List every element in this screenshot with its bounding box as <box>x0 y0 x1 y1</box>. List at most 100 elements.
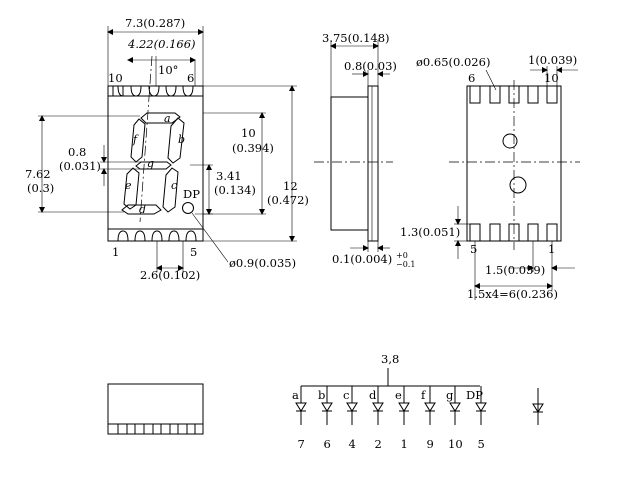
dim-height-in: (0.394) <box>232 141 274 155</box>
segment-c-shape <box>162 167 179 213</box>
dim-half-height-in: (0.134) <box>214 183 256 197</box>
circuit-segment-dp: DP 5 <box>466 386 487 451</box>
segment-e-label: e <box>125 179 132 192</box>
diode-e-icon <box>398 402 410 412</box>
segment-g-shape <box>135 161 172 170</box>
dim-pin-pitch: 2.6(0.102) <box>140 268 200 282</box>
diode-a-icon <box>295 402 307 412</box>
circuit-label-g: g <box>446 388 454 402</box>
slant-axis-line <box>139 55 153 223</box>
circuit-pin-10: 10 <box>448 437 463 451</box>
circuit-segment-e: e1 <box>395 386 410 451</box>
circuit-pin-7: 7 <box>298 437 305 451</box>
legend-diode-symbol <box>532 388 544 425</box>
dim-tol-minus: −0.1 <box>396 260 415 269</box>
back-hole-lower <box>509 176 527 194</box>
front-pin-1: 1 <box>112 245 119 259</box>
dim-depth: 3.75(0.148) <box>322 31 390 45</box>
back-body-outline <box>466 85 562 242</box>
circuit-pin-1: 1 <box>401 437 408 451</box>
bottom-pin-row <box>117 424 196 434</box>
side-view: 3.75(0.148) 0.8(0.03) 0.1(0.004) +0 −0.1 <box>314 31 415 269</box>
circuit-segment-b: b6 <box>318 386 333 451</box>
front-view: a b c d e f g DP 10 6 1 5 7.3(0.287) 4.2… <box>25 16 309 282</box>
dim-total-height: 12 <box>283 179 298 193</box>
circuit-label-a: a <box>292 388 299 402</box>
seven-segment-display <box>121 112 194 215</box>
segment-a-label: a <box>164 112 171 125</box>
circuit-pin-2: 2 <box>375 437 382 451</box>
circuit-pin-9: 9 <box>427 437 434 451</box>
back-pin-10: 10 <box>544 71 559 85</box>
diode-b-icon <box>321 402 333 412</box>
segment-f-label: f <box>132 133 139 146</box>
circuit-segment-c: c4 <box>343 386 358 451</box>
segment-b-shape <box>167 117 185 164</box>
dim-pin-hole: ø0.65(0.026) <box>416 55 490 69</box>
circuit-label-b: b <box>318 388 325 402</box>
dim-segment-width-in: (0.031) <box>59 159 101 173</box>
circuit-label-c: c <box>343 388 349 402</box>
dim-pin-length: 1.3(0.051) <box>400 225 460 239</box>
segment-c-label: c <box>171 179 177 192</box>
segment-g-label: g <box>147 157 154 170</box>
bottom-view <box>107 383 204 435</box>
pin-hole-leader <box>485 69 497 91</box>
front-bottom-pins <box>108 228 203 242</box>
back-top-pins <box>469 85 558 104</box>
circuit-label-dp: DP <box>466 388 483 402</box>
circuit-pin-4: 4 <box>349 437 356 451</box>
dim-pin-thickness: 0.1(0.004) <box>332 252 392 266</box>
back-pin-5: 5 <box>470 242 477 256</box>
side-lens-outline <box>367 85 379 242</box>
dim-offset: 4.22(0.166) <box>127 37 196 51</box>
back-pin-6: 6 <box>468 71 475 85</box>
dp-dot <box>182 202 194 214</box>
dp-leader-line <box>191 212 229 263</box>
circuit-label-e: e <box>395 388 402 402</box>
back-pin-1: 1 <box>548 242 555 256</box>
dim-half-height: 3.41 <box>216 169 242 183</box>
segment-d-shape <box>121 204 162 215</box>
front-pin-6: 6 <box>187 71 194 85</box>
circuit-segment-f: f9 <box>421 386 436 451</box>
dim-pitch: 1.5(0.059) <box>485 263 545 277</box>
diode-g-icon <box>449 402 461 412</box>
bottom-body-outline <box>107 383 204 435</box>
segment-e-shape <box>123 167 140 210</box>
diode-c-icon <box>346 402 358 412</box>
segment-d-label: d <box>139 203 146 216</box>
dim-angle: 10° <box>158 63 178 77</box>
dim-width: 7.3(0.287) <box>125 16 185 30</box>
back-hole-upper <box>502 133 518 149</box>
dim-segment-width: 0.8 <box>68 145 86 159</box>
front-body-outline <box>107 85 204 242</box>
dim-total-height-in: (0.472) <box>267 193 309 207</box>
front-pin-5: 5 <box>190 245 197 259</box>
back-view: 6 10 5 1 ø0.65(0.026) 1(0.039) 1.3(0.051… <box>400 53 580 301</box>
circuit-segment-d: d2 <box>369 386 384 451</box>
diode-dp-icon <box>475 402 487 412</box>
segment-a-shape <box>140 112 181 124</box>
circuit-label-d: d <box>369 388 377 402</box>
diode-f-icon <box>424 402 436 412</box>
side-body-outline <box>330 96 369 231</box>
dim-lens: 0.8(0.03) <box>344 59 397 73</box>
circuit-pin-5: 5 <box>478 437 485 451</box>
common-anode-label: 3,8 <box>381 352 399 366</box>
diode-d-icon <box>372 402 384 412</box>
dim-tol-plus: +0 <box>396 251 408 260</box>
circuit-pin-6: 6 <box>324 437 331 451</box>
dim-dp-diameter: ø0.9(0.035) <box>229 256 296 270</box>
dim-row-spacing-in: (0.3) <box>27 181 54 195</box>
dim-span: 1.5x4=6(0.236) <box>467 287 558 301</box>
circuit-segment-a: a7 <box>292 386 307 451</box>
front-pin-10: 10 <box>108 71 123 85</box>
circuit-segment-g: g 10 <box>446 386 463 451</box>
front-top-pins <box>108 85 203 97</box>
dp-label: DP <box>183 187 200 201</box>
segment-b-label: b <box>178 133 185 146</box>
